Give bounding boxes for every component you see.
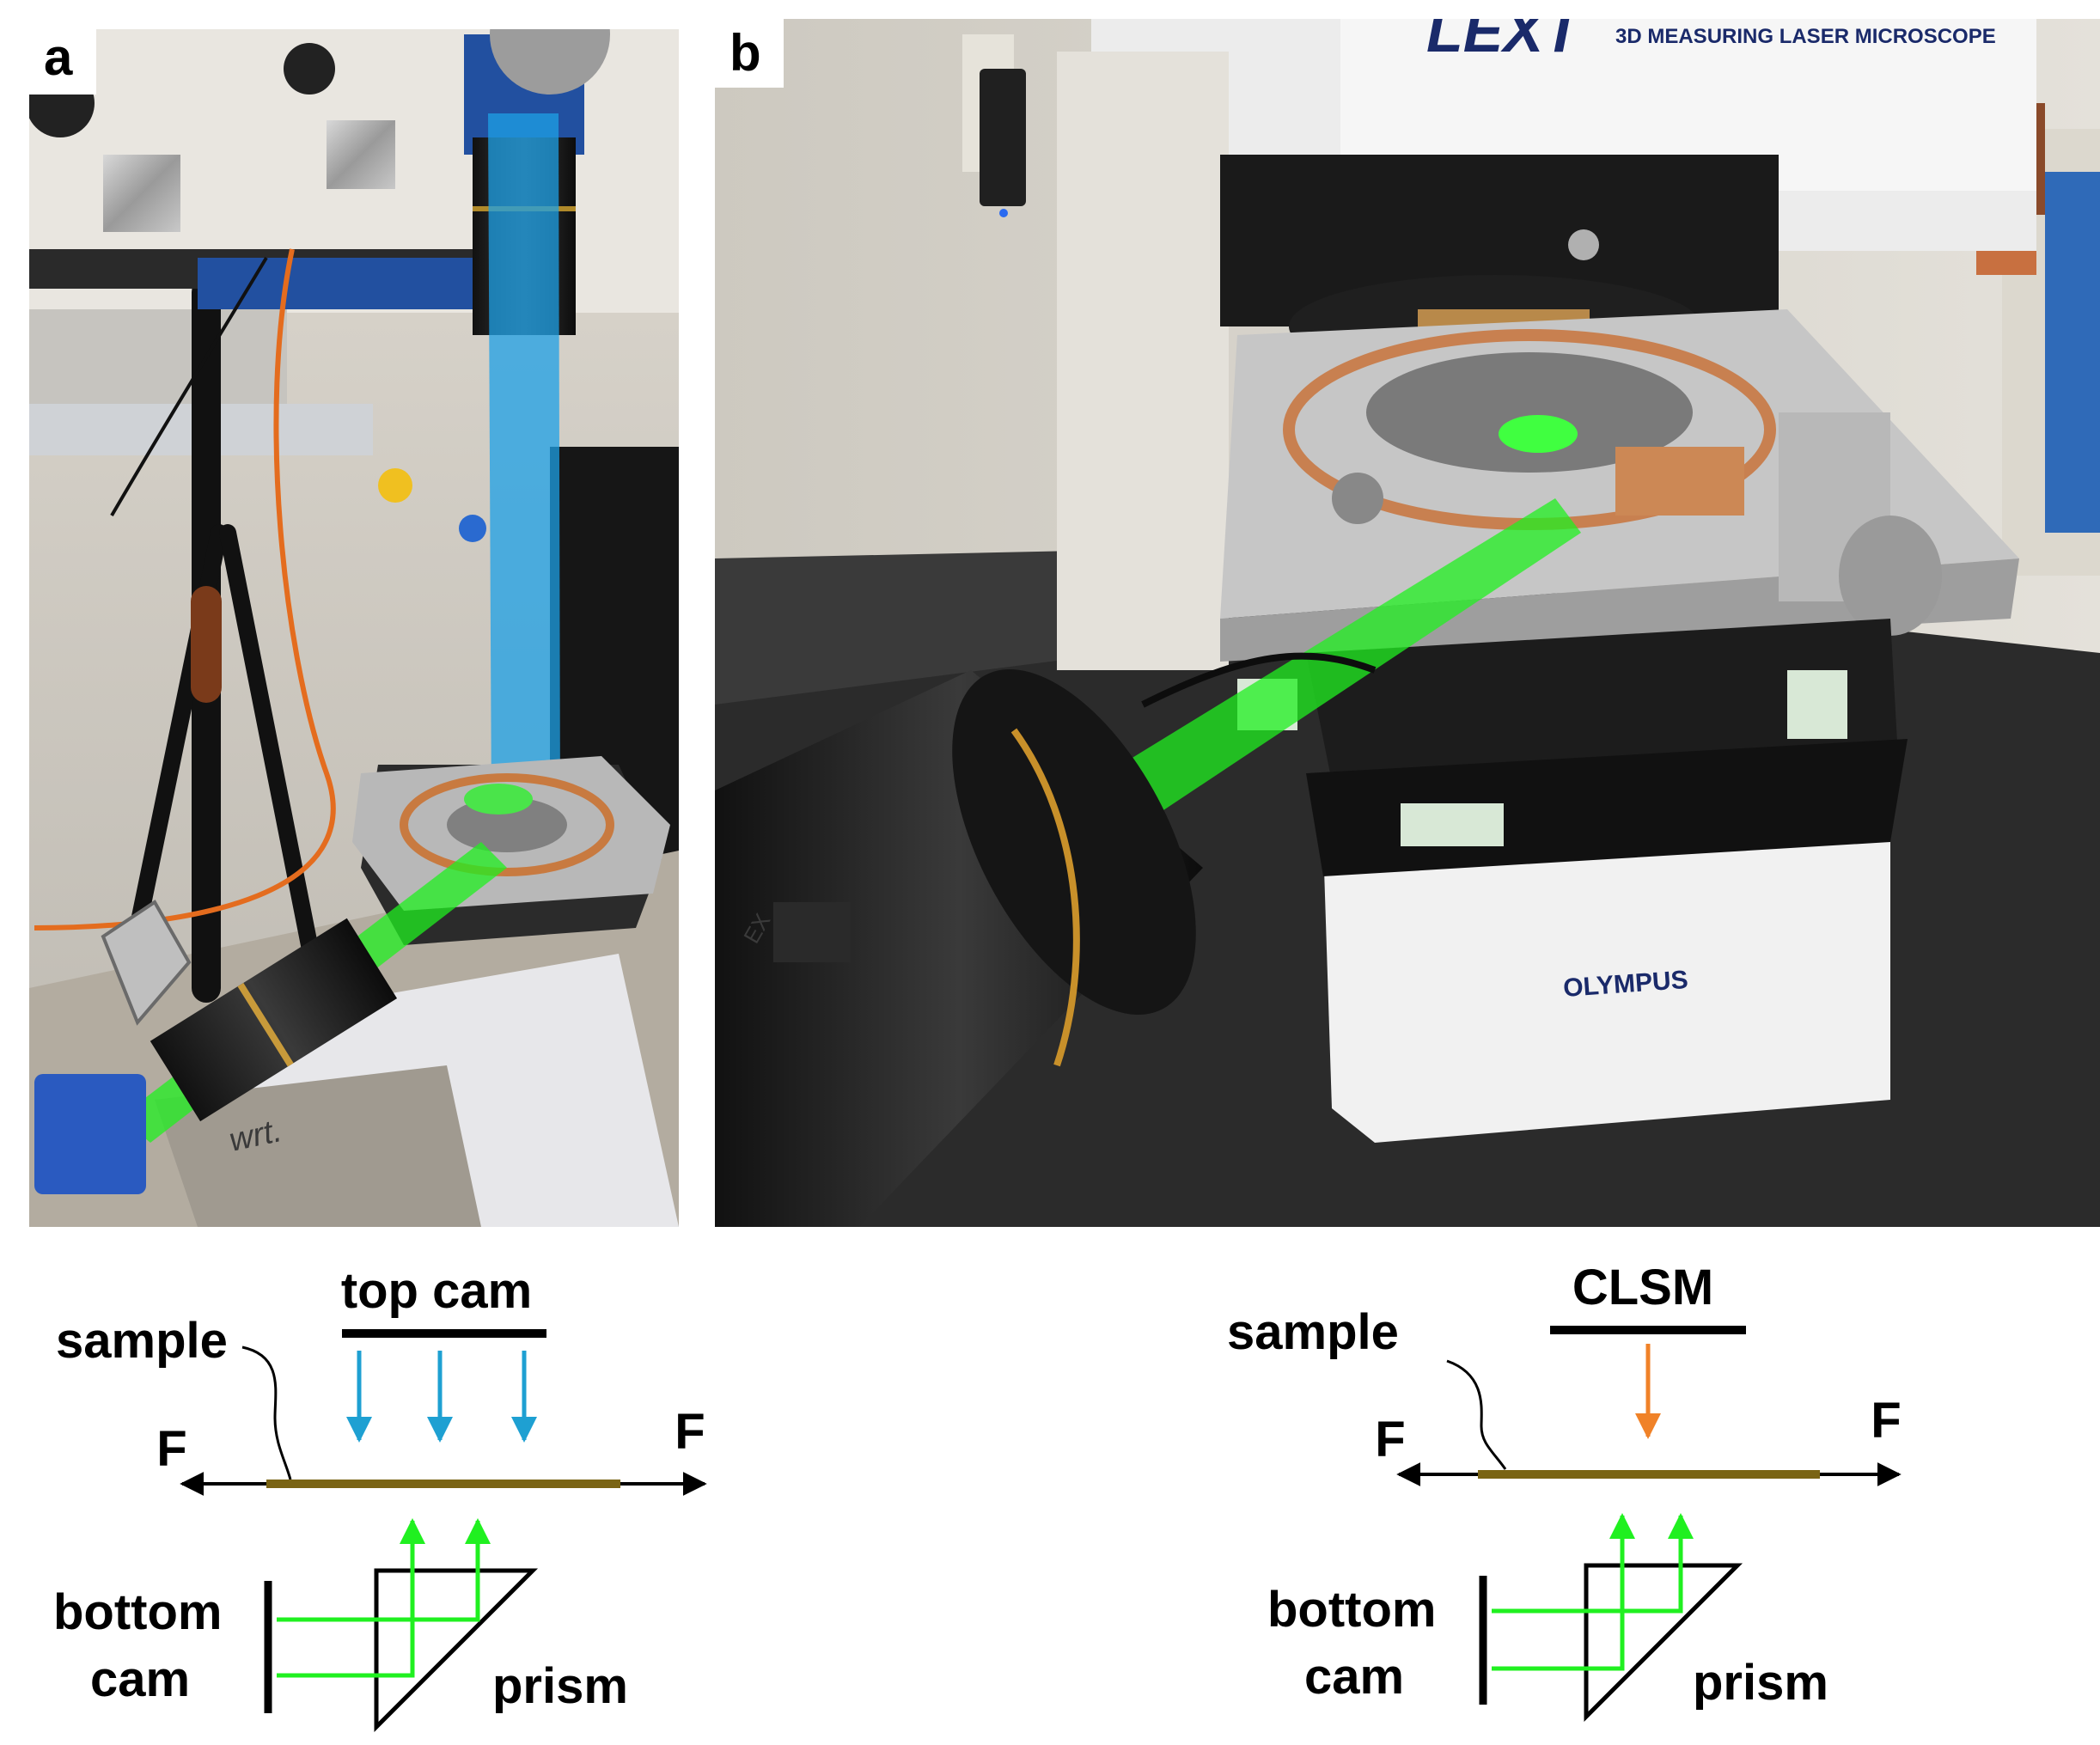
- photo-panel-b: LEXT 3D MEASURING LASER MICROSCOPE OLYMP: [715, 0, 2100, 1227]
- tripod: [120, 278, 318, 1003]
- force-right-label: F: [675, 1404, 705, 1460]
- prism-label: prism: [1693, 1655, 1828, 1711]
- bottom-lens-b: EX: [715, 669, 1203, 1227]
- prism-label: prism: [492, 1658, 628, 1714]
- diagram-b: CLSM sample F F bottom cam prism: [1227, 1260, 1902, 1723]
- force-left-label: F: [1375, 1412, 1405, 1467]
- photo-panel-a: wrt. a: [29, 28, 679, 1227]
- prism: [1584, 1563, 1743, 1723]
- sample-label: sample: [56, 1313, 228, 1369]
- clsm-label: CLSM: [1572, 1260, 1713, 1315]
- microscope-brand: LEXT: [1426, 0, 1584, 64]
- microscope-model: 3D MEASURING LASER MICROSCOPE: [1615, 25, 1996, 48]
- force-left-label: F: [156, 1421, 186, 1477]
- bottom-light-path: [277, 1518, 491, 1622]
- bottom-light-path: [1492, 1513, 1694, 1614]
- prism: [374, 1568, 539, 1733]
- loading-stage-a: [352, 756, 670, 945]
- panel-label-a: a: [44, 28, 73, 86]
- bottom-cam-label-2: cam: [90, 1651, 190, 1707]
- sample-pointer: [241, 1345, 292, 1480]
- sample-label: sample: [1227, 1304, 1399, 1360]
- bottom-cam-label-1: bottom: [53, 1584, 223, 1640]
- loading-stage-b: [1220, 309, 2019, 662]
- panel-label-b: b: [730, 24, 761, 82]
- sample-pointer: [1446, 1359, 1507, 1470]
- bottom-light-path: [1492, 1513, 1635, 1671]
- top-cam-label: top cam: [341, 1263, 532, 1319]
- bottom-lens-a: [150, 918, 398, 1122]
- bottom-cam-label-2: cam: [1304, 1649, 1404, 1705]
- force-right-label: F: [1871, 1393, 1901, 1449]
- bottom-light-path: [277, 1518, 425, 1678]
- diagram-a: top cam sample F F bottom cam prism: [53, 1263, 707, 1733]
- bottom-cam-label-1: bottom: [1267, 1582, 1437, 1638]
